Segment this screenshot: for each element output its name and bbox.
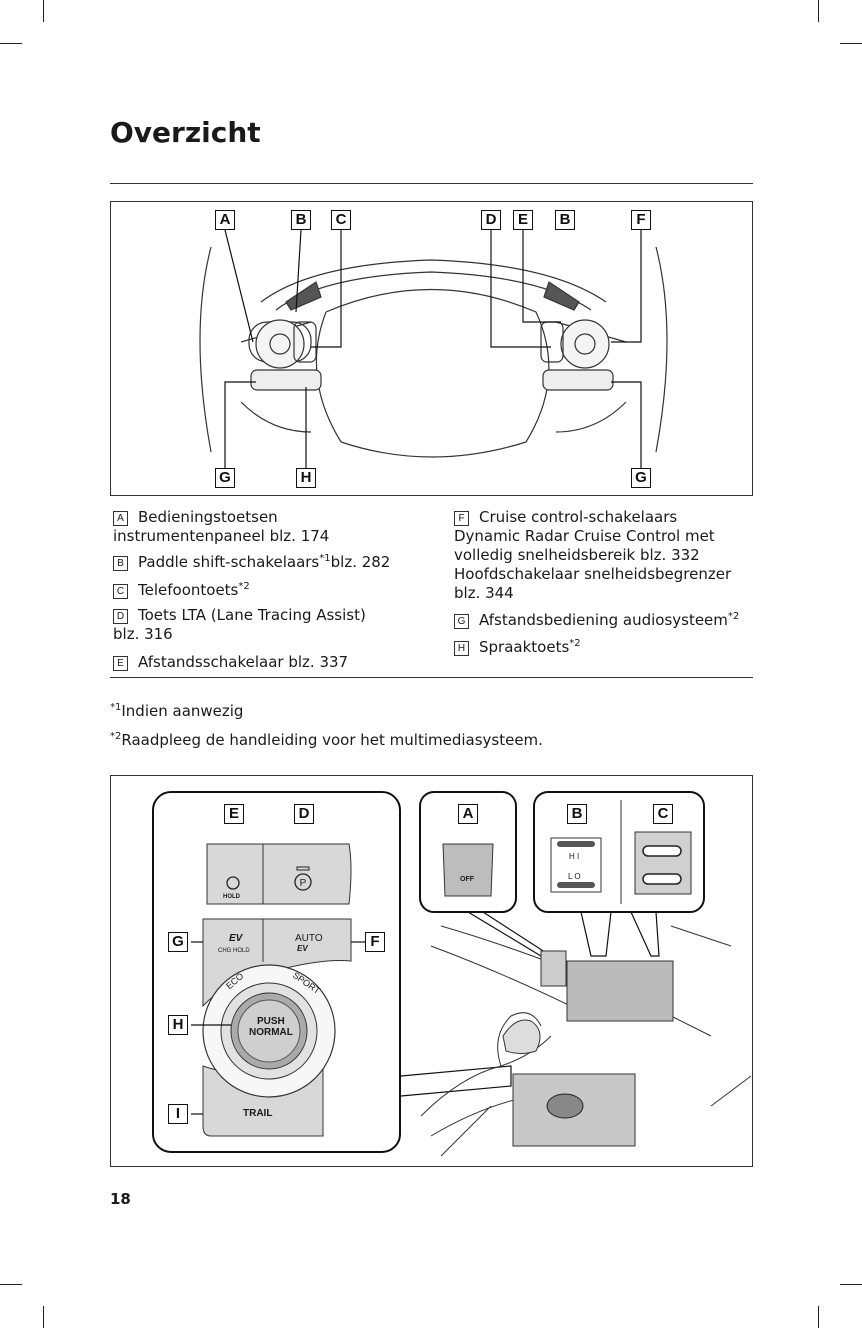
steering-wheel-illustration <box>199 229 668 470</box>
label-c: C <box>331 210 351 230</box>
label-b: B <box>291 210 311 230</box>
hi-label: H I <box>569 852 580 861</box>
footnote-2: *2Raadpleeg de handleiding voor het mult… <box>110 731 543 749</box>
label-f: F <box>631 210 651 230</box>
trail-label: TRAIL <box>243 1108 273 1119</box>
footnote-1: *1Indien aanwezig <box>110 702 243 720</box>
crop-mark <box>0 43 22 44</box>
legend-text: Telefoontoets <box>138 581 239 599</box>
crop-mark <box>840 1284 862 1285</box>
label-d: D <box>481 210 501 230</box>
legend-text: Afstandsschakelaar blz. 337 <box>138 653 349 671</box>
crop-mark <box>43 1306 44 1328</box>
legend-badge: D <box>113 609 128 624</box>
legend-badge: C <box>113 584 128 599</box>
label-g-right: G <box>631 468 651 488</box>
title-rule <box>110 183 753 184</box>
legend-badge: G <box>454 614 469 629</box>
label-g: G <box>215 468 235 488</box>
legend-text: Bedieningstoetsen instrumentenpaneel blz… <box>113 508 330 545</box>
auto-label: AUTO <box>295 933 323 944</box>
hold-label: HOLD <box>223 894 240 900</box>
label-g: G <box>168 932 188 952</box>
legend-rule <box>110 677 753 678</box>
label-b: B <box>567 804 587 824</box>
legend-item-e: E Afstandsschakelaar blz. 337 <box>113 653 413 672</box>
crop-mark <box>818 1306 819 1328</box>
crop-mark <box>818 0 819 22</box>
label-c: C <box>653 804 673 824</box>
console-illustration: P <box>152 791 752 1157</box>
legend-item-b: B Paddle shift-schakelaars*1blz. 282 <box>113 553 433 572</box>
label-h: H <box>168 1015 188 1035</box>
legend-item-c: C Telefoontoets*2 <box>113 581 413 600</box>
legend-item-h: H Spraaktoets*2 <box>454 638 754 657</box>
label-d: D <box>294 804 314 824</box>
page-number: 18 <box>110 1190 131 1208</box>
svg-text:P: P <box>300 878 307 889</box>
normal-label: NORMAL <box>249 1027 293 1038</box>
lo-label: L O <box>568 872 581 881</box>
off-label: OFF <box>460 876 474 883</box>
crop-mark <box>0 1284 22 1285</box>
footnote-ref: *2 <box>727 611 740 622</box>
legend-badge: A <box>113 511 128 526</box>
label-h: H <box>296 468 316 488</box>
legend-text: Cruise control-schakelaars Dynamic Radar… <box>454 508 732 602</box>
legend-badge: H <box>454 641 469 656</box>
footnote-ref: *2 <box>569 638 581 649</box>
console-figure: P <box>110 775 753 1167</box>
legend-text-after: blz. 282 <box>330 553 391 571</box>
steering-wheel-figure: A B C D E B F G H G <box>110 201 753 496</box>
chg-hold-label: CHG HOLD <box>218 948 250 954</box>
label-e: E <box>224 804 244 824</box>
label-a: A <box>215 210 235 230</box>
legend-text: Spraaktoets <box>479 638 570 656</box>
footnote-mark: *2 <box>110 731 122 742</box>
label-i: I <box>168 1104 188 1124</box>
footnote-text: Indien aanwezig <box>121 702 244 720</box>
push-label: PUSH <box>257 1016 285 1027</box>
label-e: E <box>513 210 533 230</box>
footnote-ref: *2 <box>238 581 250 592</box>
crop-mark <box>840 43 862 44</box>
legend-text: Afstandsbediening audiosysteem <box>479 611 728 629</box>
label-f: F <box>365 932 385 952</box>
crop-mark <box>43 0 44 22</box>
legend-badge: B <box>113 556 128 571</box>
legend-text: Toets LTA (Lane Tracing Assist) blz. 316 <box>113 606 366 643</box>
legend-text: Paddle shift-schakelaars <box>138 553 320 571</box>
legend-badge: E <box>113 656 128 671</box>
page-title: Overzicht <box>110 116 261 149</box>
label-a: A <box>458 804 478 824</box>
footnote-text: Raadpleeg de handleiding voor het multim… <box>121 731 543 749</box>
ev-icon: EV <box>229 933 243 944</box>
legend-item-g: G Afstandsbediening audiosysteem*2 <box>454 611 754 630</box>
footnote-ref: *1 <box>319 553 331 564</box>
label-b-right: B <box>555 210 575 230</box>
footnote-mark: *1 <box>110 702 122 713</box>
legend-badge: F <box>454 511 469 526</box>
ev-mode-label: EV <box>297 944 308 953</box>
